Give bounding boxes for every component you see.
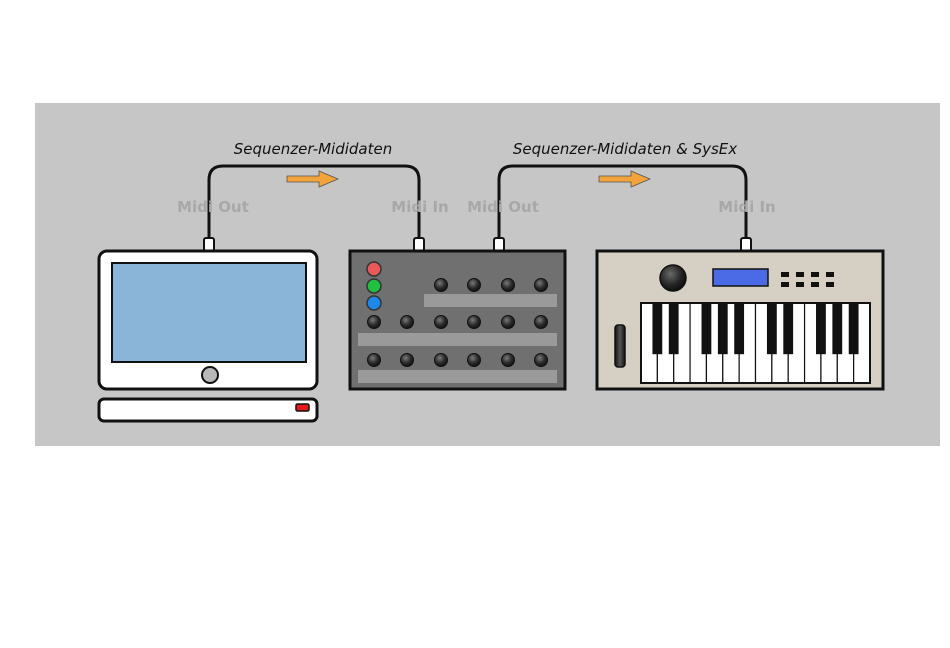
- black-key: [652, 303, 662, 354]
- sequencer-led-red: [367, 262, 381, 276]
- keyboard-midi-in-label: Midi In: [718, 198, 775, 216]
- midi-keyboard-synth-icon: [597, 251, 883, 389]
- sequencer-knob: [401, 316, 414, 329]
- sequencer-controller-icon: [350, 251, 565, 389]
- cable-2-label: Sequenzer-Mididaten & SysEx: [513, 140, 737, 158]
- black-key: [734, 303, 744, 354]
- black-key: [783, 303, 793, 354]
- sequencer-knob: [468, 279, 481, 292]
- black-key: [702, 303, 712, 354]
- keyboard-mod-wheel: [615, 325, 625, 367]
- computer-midi-out-label: Midi Out: [177, 198, 249, 216]
- sequencer-knob: [468, 354, 481, 367]
- cable-1-label: Sequenzer-Mididaten: [234, 140, 393, 158]
- sequencer-knob: [468, 316, 481, 329]
- black-key: [767, 303, 777, 354]
- sequencer-knob: [535, 316, 548, 329]
- sequencer-knob: [502, 316, 515, 329]
- sequencer-knob: [535, 354, 548, 367]
- sequencer-slider-strip-3: [358, 370, 557, 383]
- keyboard-button: [796, 272, 804, 277]
- keyboard-button: [796, 282, 804, 287]
- sequencer-knob: [368, 354, 381, 367]
- sequencer-midi-in-label: Midi In: [391, 198, 448, 216]
- keyboard-button: [826, 282, 834, 287]
- sequencer-slider-strip-2: [358, 333, 557, 346]
- keyboard-keys: [641, 303, 870, 383]
- sequencer-body: [350, 251, 565, 389]
- keyboard-display: [713, 269, 768, 286]
- sequencer-slider-strip-1: [424, 294, 557, 307]
- sequencer-knob: [502, 279, 515, 292]
- keyboard-button: [826, 272, 834, 277]
- computer-midi-out-port: [204, 238, 214, 251]
- computer-screen: [112, 263, 306, 362]
- sequencer-knob: [368, 316, 381, 329]
- computer-base-unit: [99, 399, 317, 421]
- keyboard-button: [781, 282, 789, 287]
- sequencer-led-blue: [367, 296, 381, 310]
- sequencer-knob: [401, 354, 414, 367]
- black-key: [816, 303, 826, 354]
- computer-indicator-light: [296, 404, 309, 411]
- sequencer-knob: [535, 279, 548, 292]
- keyboard-button: [781, 272, 789, 277]
- keyboard-main-knob: [660, 265, 686, 291]
- sequencer-knob: [502, 354, 515, 367]
- sequencer-led-green: [367, 279, 381, 293]
- sequencer-midi-out-port: [494, 238, 504, 251]
- sequencer-knob: [435, 354, 448, 367]
- keyboard-midi-in-port: [741, 238, 751, 251]
- black-key: [832, 303, 842, 354]
- sequencer-knob: [435, 316, 448, 329]
- sequencer-midi-out-label: Midi Out: [467, 198, 539, 216]
- sequencer-knob: [435, 279, 448, 292]
- keyboard-button: [811, 282, 819, 287]
- black-key: [718, 303, 728, 354]
- sequencer-midi-in-port: [414, 238, 424, 251]
- computer-power-button: [202, 367, 218, 383]
- black-key: [669, 303, 679, 354]
- keyboard-button: [811, 272, 819, 277]
- black-key: [849, 303, 859, 354]
